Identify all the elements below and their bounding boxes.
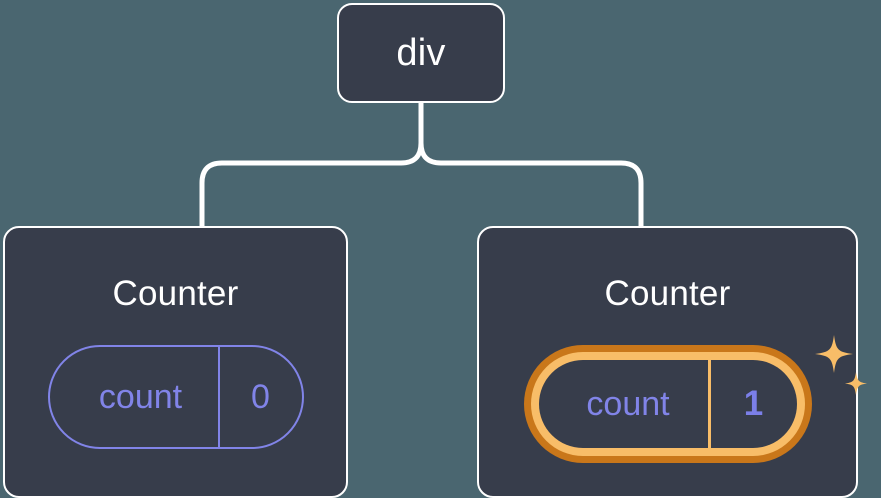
node-counter-left-title: Counter [112,274,239,313]
state-pill-right: count 1 [538,360,797,448]
node-counter-right[interactable]: Counter count 1 [477,226,867,498]
node-div-label: div [396,32,446,74]
node-div[interactable]: div [337,3,505,103]
state-pill-left-key: count [98,377,183,416]
connector-right [418,98,644,231]
sparkle-icon [814,335,867,395]
state-pill-right-wrap: count 1 [523,335,867,463]
node-counter-left[interactable]: Counter count 0 [3,226,348,498]
state-pill-left-wrap: count 0 [47,345,304,449]
state-pill-left-value: 0 [217,347,302,447]
connector-left [199,98,424,231]
node-counter-right-title: Counter [604,274,731,313]
sparkle-small-icon [844,372,867,395]
state-pill-left[interactable]: count 0 [47,345,304,449]
state-pill-right-key: count [586,384,670,423]
state-pill-right-value: 1 [707,360,797,448]
state-pill-right-highlight-ring[interactable]: count 1 [523,345,812,463]
state-pill-right-highlight-inner-ring: count 1 [530,352,805,456]
sparkle-large-icon [814,335,853,373]
